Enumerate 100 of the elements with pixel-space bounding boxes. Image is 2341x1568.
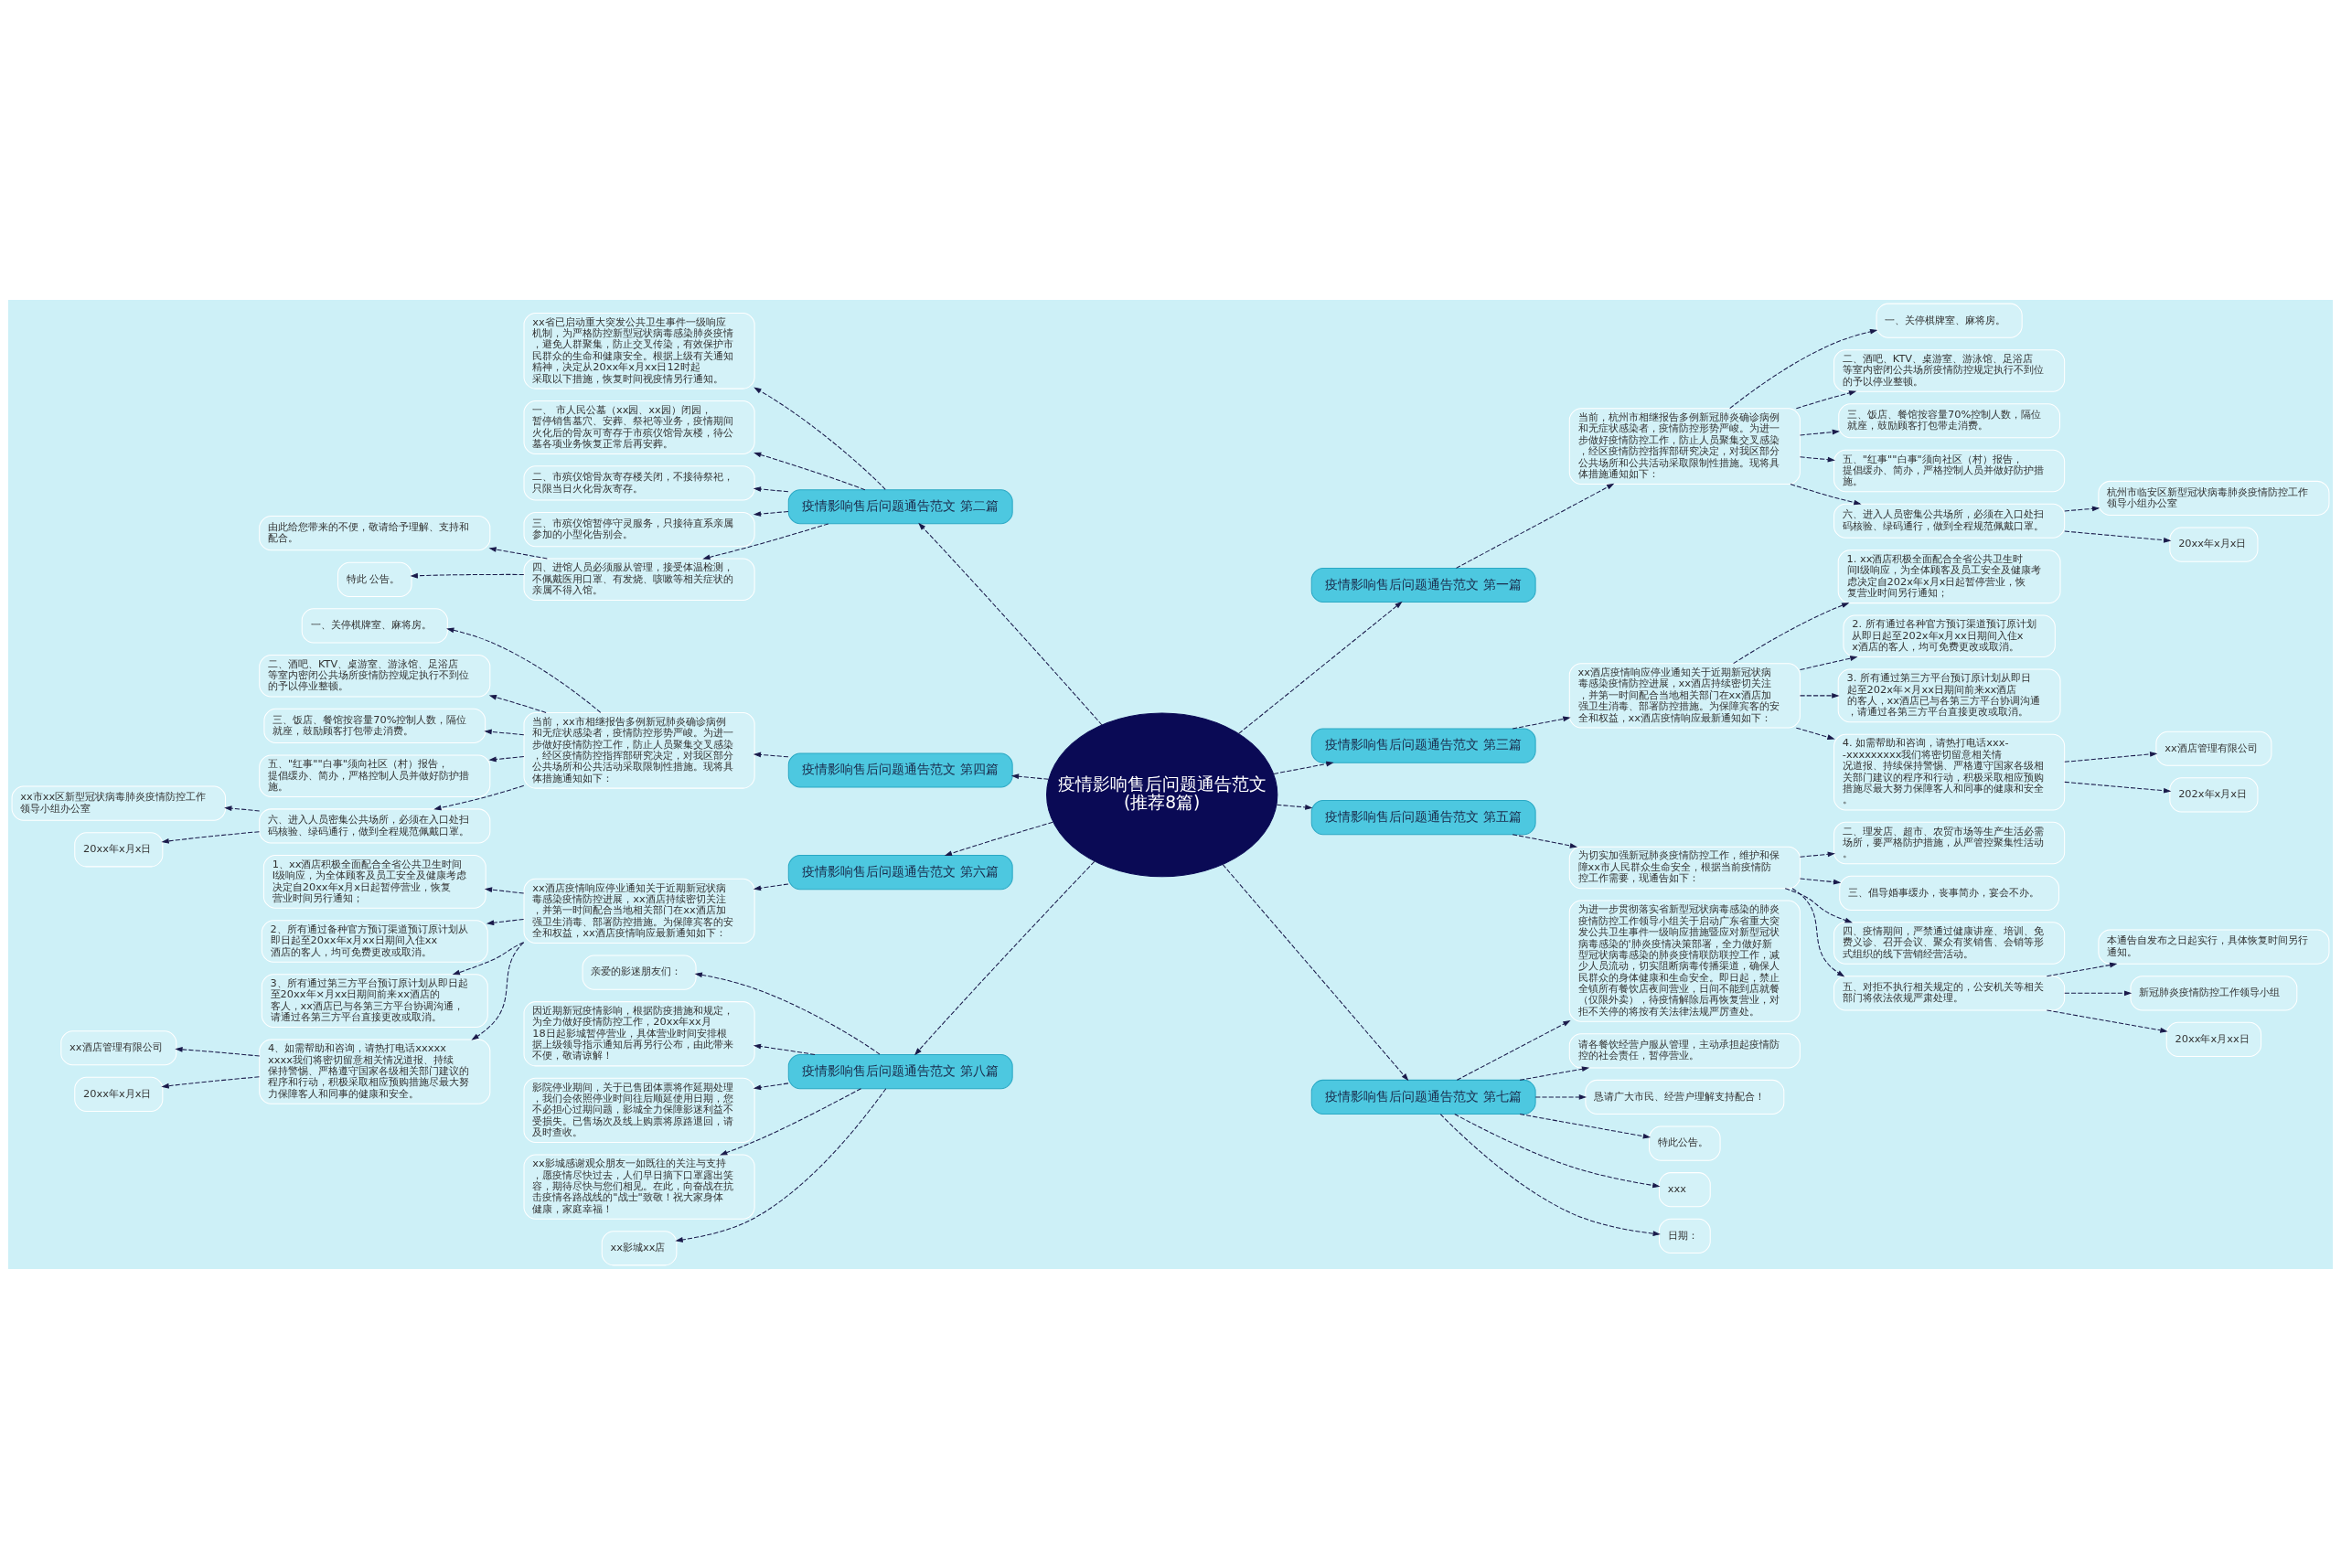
node-box: 当前，xx市相继报告多例新冠肺炎确诊病例和无症状感染者，疫情防控形势严峻。为进一步做好疫情防控工作，防止人员聚集交叉感染，经区疫情防控指挥部研究决定，对我区部分公共场所和公共活动采取限制性措施。现将具体措施通知如下：	[523, 711, 755, 789]
arrow	[702, 522, 829, 560]
arrow	[1439, 1113, 1661, 1236]
arrow	[753, 485, 789, 492]
arrow	[1222, 863, 1409, 1081]
arrow	[2046, 1008, 2168, 1033]
node-box: 本通告自发布之日起实行，具体恢复时间另行通知。	[2098, 929, 2330, 965]
node-box: 四、进馆人员必须服从管理，接受体温检测，不佩戴医用口罩、有发烧、咳嗽等相关症状的亲属不得入馆。	[523, 558, 755, 601]
arrow	[1790, 483, 1862, 505]
arrow	[446, 627, 602, 713]
node-box: xx酒店疫情响应停业通知关于近期新冠状病毒感染疫情防控进展，xx酒店持续密切关注，并第一时间配合当地相关部门在xx酒店加强卫生消毒、部署防控措施。为保障宾客的安全和权益，xx酒店疫情响应最新通知如下：	[1568, 662, 1801, 729]
node-box: 疫情影响售后问题通告范文 第八篇	[787, 1053, 1013, 1089]
node-box: 日期：	[1658, 1218, 1711, 1253]
node-box: 二、酒吧、KTV、桌游室、游泳馆、足浴店等室内密闭公共场所疫情防控规定执行不到位的予以停业整顿。	[259, 654, 491, 697]
arrow	[914, 860, 1096, 1055]
node-box: 20xx年x月x日	[74, 1076, 164, 1112]
arrow	[488, 694, 547, 713]
node-box: 五、对拒不执行相关规定的，公安机关等相关部门将依法依规严肃处理。	[1833, 975, 2066, 1010]
node-box: 六、进入人员密集公共场所，必须在入口处扫码核验、绿码通行，做到全程规范佩戴口罩。	[259, 807, 491, 844]
arrow	[753, 510, 789, 517]
arrow	[1512, 716, 1571, 730]
arrow	[1010, 773, 1049, 780]
arrow	[754, 452, 866, 490]
node-box: 亲爱的影迷朋友们：	[582, 955, 697, 990]
arrow	[410, 572, 525, 579]
arrow	[1455, 483, 1615, 569]
arrow	[753, 752, 789, 757]
arrow	[433, 784, 525, 810]
arrow	[1795, 727, 1835, 740]
node-box: 二、理发店、超市、农贸市场等生产生活必需场所，要严格防护措施，从严管控聚集性活动。	[1833, 821, 2066, 864]
node-box: 恳请广大市民、经营户理解支持配合！	[1585, 1079, 1785, 1115]
arrow	[1519, 1065, 1590, 1081]
arrow	[1512, 833, 1578, 848]
node-box: 四、疫情期间，严禁通过健康讲座、培训、免费义诊、召开会议、聚众有奖销售、会销等形式组织的线下营销经营活动。	[1833, 921, 2066, 965]
node-box: xx影城感谢观众朋友一如既往的关注与支持，愿疫情尽快过去，人们早日摘下口罩露出笑容，期待尽快与您们相见。在此，向奋战在抗击疫情各路战线的"战士"致敬！祝大家身体健康，家庭幸福！	[523, 1153, 755, 1220]
node-box: 杭州市临安区新型冠状病毒肺炎疫情防控工作领导小组办公室	[2098, 480, 2330, 516]
node-box: 三、市殡仪馆暂停守灵服务，只接待直系亲属参加的小型化告别会。	[523, 511, 755, 547]
node-box: 五、"红事""白事"须向社区（村）报告，提倡缓办、简办，严格控制人员并做好防护措施。	[1833, 449, 2066, 492]
arrow	[1729, 328, 1878, 409]
arrow	[1800, 655, 1858, 670]
arrow	[471, 941, 525, 1040]
node-box: 20xx年x月x日	[74, 831, 164, 867]
arrow	[161, 830, 260, 844]
arrow	[2064, 751, 2158, 763]
arrow	[1791, 887, 1845, 976]
node-box: 一、关停棋牌室、麻将房。	[301, 607, 448, 644]
arrow	[1276, 804, 1313, 810]
node-box: 由此给您带来的不便，敬请给予理解、支持和配合。	[259, 515, 491, 550]
node-box: 3、所有通过第三方平台预订原计划从即日起至20xx年×月xx日期间前来xx酒店的客人，xx酒店已与各第三方平台协调沟通，请通过各第三方平台直接更改或取消。	[261, 973, 488, 1028]
arrow	[2064, 989, 2133, 996]
arrow	[175, 1046, 261, 1057]
arrow	[1238, 601, 1403, 734]
node-box: 1、xx酒店积极全面配合全省公共卫生时间Ⅰ级响应，为全体顾客及员工安全及健康考虑决定自20xx年x月x日起暂停营业，恢复营业时间另行通知；	[262, 854, 486, 909]
node-box: 一、关停棋牌室、麻将房。	[1876, 303, 2023, 338]
node-box: xx酒店管理有限公司	[60, 1029, 177, 1065]
arrow	[2064, 530, 2172, 543]
node-box: 疫情影响售后问题通告范文 第二篇	[787, 488, 1013, 524]
arrow	[720, 1087, 862, 1155]
node-ellipse: 疫情影响售后问题通告范文(推荐8篇)	[1046, 712, 1278, 877]
arrow	[486, 918, 525, 925]
node-box: 2、所有通过备种官方预订渠道预订原计划从即日起至20xx年x月xx日期间入住xx酒店的客人，均可免费更改或取消。	[261, 919, 488, 963]
node-box: 因近期新冠疫情影响，根据防疫措施和规定，为全力做好疫情防控工作，20xx年xx月18日起影城暂停营业，具体营业时间安排根据上级领导指示通知后再另行公布，由此带来不便，敬请谅解！	[523, 1000, 755, 1066]
node-box: 新冠肺炎疫情防控工作领导小组	[2130, 975, 2298, 1010]
node-box: 疫情影响售后问题通告范文 第五篇	[1310, 799, 1536, 835]
node-box: 3. 所有通过第三方平台预订原计划从即日起至202x年×月xx日期间前来xx酒店的客人，xx酒店已与各第三方平台协调沟通，请通过各第三方平台直接更改或取消。	[1837, 667, 2061, 722]
arrow	[1519, 1113, 1652, 1139]
arrow	[1795, 389, 1857, 409]
arrow	[2064, 781, 2172, 794]
node-box: xx酒店管理有限公司	[2155, 731, 2272, 766]
node-box: 请各餐饮经营户服从管理，主动承担起疫情防控的社会责任，暂停营业。	[1568, 1032, 1801, 1068]
arrow	[944, 821, 1053, 856]
arrow	[1784, 887, 1853, 923]
arrow	[452, 941, 525, 975]
node-box: 二、市殡仪馆骨灰寄存楼关闭，不接待祭祀，只限当日火化骨灰寄存。	[523, 464, 755, 501]
node-box: 特此 公告。	[337, 561, 412, 597]
arrow	[1800, 851, 1835, 858]
arrow	[694, 972, 881, 1055]
arrow	[753, 1082, 789, 1090]
node-box: 特此公告。	[1649, 1125, 1721, 1161]
arrow	[1733, 602, 1850, 664]
node-box: 4、如需帮助和咨询，请热打电话xxxxxxxxx我们将密切留意相关情况道报、持续保持警惕、严格遵守国家各级相关部门建议的程序和行动，积极采取相应预购措施尽最大努力保障客人和同事的健康和安全。	[259, 1038, 491, 1104]
arrow	[1454, 1113, 1661, 1188]
node-box: 为切实加强新冠肺炎疫情防控工作，维护和保障xx市人民群众生命安全，根据当前疫情防控工作需要，现通告如下：	[1568, 846, 1801, 889]
arrow	[488, 755, 525, 762]
node-box: xx酒店疫情响应停业通知关于近期新冠状病毒感染疫情防控进展，xx酒店持续密切关注，并第一时间配合当地相关部门在xx酒店加强卫生消毒、部署防控措施。为保障宾客的安全和权益，xx酒店疫情响应最新通知如下：	[523, 878, 755, 944]
arrow	[161, 1075, 260, 1089]
node-box: 20xx年x月x日	[2169, 526, 2259, 562]
arrow	[2046, 962, 2118, 976]
arrow	[754, 387, 886, 490]
arrow	[484, 886, 525, 894]
node-box: xxx	[1658, 1171, 1711, 1207]
arrow	[753, 882, 789, 891]
node-box: 疫情影响售后问题通告范文 第六篇	[787, 854, 1013, 890]
node-box: 20xx年x月xx日	[2165, 1021, 2262, 1057]
node-box: xx影城xx店	[601, 1230, 678, 1265]
node-box: 疫情影响售后问题通告范文 第四篇	[787, 752, 1013, 788]
node-box: 五、"红事""白事"须向社区（村）报告，提倡缓办、简办，严格控制人员并做好防护措施。	[259, 753, 491, 797]
node-box: 1. xx酒店积极全面配合全省公共卫生时间Ⅰ级响应，为全体顾客及员工安全及健康考虑决定自202x年x月x日起暂停营业，恢复营业时间另行通知；	[1837, 549, 2061, 603]
arrow	[1534, 1093, 1587, 1100]
node-box: 二、酒吧、KTV、桌游室、游泳馆、足浴店等室内密闭公共场所疫情防控规定执行不到位的予以停业整顿。	[1833, 348, 2066, 392]
